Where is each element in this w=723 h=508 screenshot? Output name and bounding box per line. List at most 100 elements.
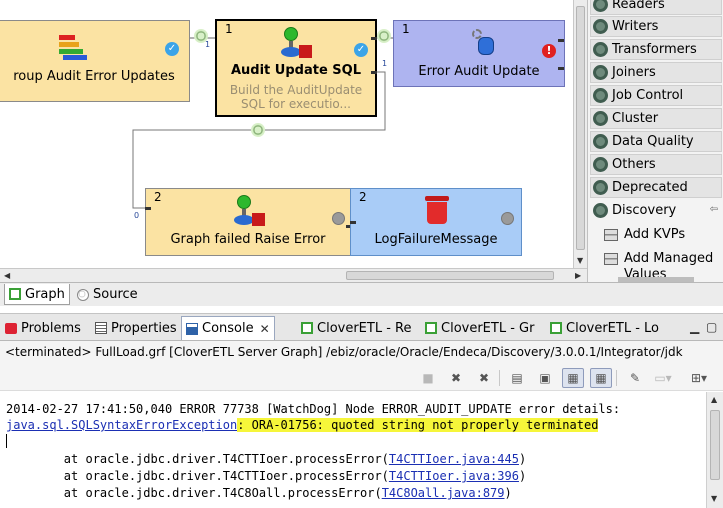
scroll-down-arrow-icon[interactable]: ▼ bbox=[577, 256, 584, 265]
palette-readers[interactable]: Readers bbox=[590, 0, 722, 15]
view-tab-bar: Problems Properties Console✕ CloverETL -… bbox=[0, 313, 723, 341]
scroll-up-arrow-icon[interactable]: ▲ bbox=[711, 395, 718, 404]
output-port[interactable] bbox=[558, 39, 564, 42]
error-message-highlight: ORA-01756: quoted string not properly te… bbox=[251, 418, 599, 432]
palette-joiners[interactable]: Joiners bbox=[590, 62, 722, 83]
stack-frame-link[interactable]: T4C8Oall.java:879 bbox=[381, 486, 505, 500]
exception-link[interactable]: java.sql.SQLSyntaxErrorException bbox=[6, 418, 238, 432]
node-group-audit-error-updates[interactable]: ✓ roup Audit Error Updates bbox=[0, 20, 190, 102]
scroll-lock-icon[interactable]: ▣ bbox=[539, 371, 551, 385]
output-port[interactable] bbox=[558, 67, 564, 70]
graph-icon bbox=[9, 288, 21, 300]
tab-cloveretl-re[interactable]: CloverETL - Re bbox=[301, 316, 411, 340]
pin-console-icon[interactable]: ✎ bbox=[629, 371, 641, 385]
gear-icon bbox=[593, 65, 608, 80]
scroll-thumb[interactable] bbox=[710, 410, 720, 480]
reformat-icon bbox=[57, 33, 89, 63]
output-port[interactable] bbox=[371, 37, 377, 40]
node-audit-update-sql[interactable]: 1 ✓ Audit Update SQL Build the AuditUpda… bbox=[215, 19, 377, 117]
palette-scroll-handle[interactable] bbox=[618, 277, 694, 282]
palette-job-control[interactable]: Job Control bbox=[590, 85, 722, 106]
console-icon bbox=[186, 322, 198, 335]
remove-launch-icon[interactable]: ✖ bbox=[450, 371, 462, 385]
node-phase-number: 1 bbox=[402, 22, 410, 36]
graph-vertical-scrollbar[interactable]: ▼ bbox=[573, 0, 587, 268]
close-icon[interactable]: ✕ bbox=[259, 321, 270, 336]
scroll-down-arrow-icon[interactable]: ▼ bbox=[711, 494, 718, 503]
tab-source[interactable]: Source bbox=[73, 284, 142, 305]
maximize-icon[interactable]: ▢ bbox=[706, 320, 718, 334]
palette-transformers[interactable]: Transformers bbox=[590, 39, 722, 60]
palette-add-kvps[interactable]: Add KVPs bbox=[604, 227, 685, 243]
edge-debug-icon[interactable] bbox=[251, 123, 265, 137]
show-on-stderr-icon[interactable]: ▦ bbox=[590, 368, 612, 388]
clover-icon bbox=[550, 322, 562, 334]
tab-cloveretl-gr[interactable]: CloverETL - Gr bbox=[425, 316, 534, 340]
edge-debug-icon[interactable] bbox=[194, 29, 208, 43]
console-vertical-scrollbar[interactable]: ▲ ▼ bbox=[706, 392, 723, 508]
input-port[interactable] bbox=[350, 221, 356, 224]
node-phase-number: 1 bbox=[225, 22, 233, 36]
component-icon bbox=[604, 229, 618, 241]
clear-console-icon[interactable]: ▤ bbox=[511, 371, 523, 385]
show-on-stdout-icon[interactable]: ▦ bbox=[562, 368, 584, 388]
node-description: Build the AuditUpdate bbox=[229, 83, 363, 97]
tab-properties[interactable]: Properties bbox=[95, 316, 177, 340]
editor-tab-bar: Graph Source bbox=[0, 282, 723, 306]
tab-cloveretl-lo[interactable]: CloverETL - Lo bbox=[550, 316, 659, 340]
node-phase-number: 2 bbox=[154, 190, 162, 204]
gear-icon bbox=[593, 203, 608, 218]
db-execute-icon bbox=[279, 27, 315, 59]
palette-others[interactable]: Others bbox=[590, 154, 722, 175]
collapse-icon[interactable]: ⇦ bbox=[709, 204, 718, 215]
palette-writers[interactable]: Writers bbox=[590, 16, 722, 37]
gear-icon bbox=[593, 134, 608, 149]
node-log-failure-message[interactable]: 2 LogFailureMessage bbox=[350, 188, 522, 256]
tab-graph[interactable]: Graph bbox=[4, 284, 70, 305]
remove-all-icon[interactable]: ✖ bbox=[478, 371, 490, 385]
problems-icon bbox=[5, 322, 17, 334]
port-number: 0 bbox=[134, 211, 140, 220]
palette-discovery[interactable]: Discovery⇦ bbox=[590, 200, 722, 221]
terminate-icon[interactable]: ■ bbox=[422, 371, 434, 385]
palette-data-quality[interactable]: Data Quality bbox=[590, 131, 722, 152]
status-idle-icon bbox=[501, 212, 514, 225]
gear-icon bbox=[593, 111, 608, 126]
palette-deprecated[interactable]: Deprecated bbox=[590, 177, 722, 198]
console-line: at oracle.jdbc.driver.T4CTTIoer.processE… bbox=[6, 452, 527, 466]
open-console-icon[interactable]: ⊞▾ bbox=[690, 371, 708, 385]
node-description: SQL for executio... bbox=[241, 97, 351, 111]
console-output[interactable]: 2014-02-27 17:41:50,040 ERROR 77738 [Wat… bbox=[0, 392, 706, 508]
tab-console[interactable]: Console✕ bbox=[181, 316, 275, 340]
input-port[interactable] bbox=[145, 207, 151, 210]
clover-icon bbox=[425, 322, 437, 334]
node-error-audit-update[interactable]: 1 ! Error Audit Update bbox=[393, 20, 565, 87]
node-graph-failed-raise-error[interactable]: 2 Graph failed Raise Error bbox=[145, 188, 352, 256]
scroll-right-arrow-icon[interactable]: ▶ bbox=[575, 271, 582, 280]
output-port[interactable] bbox=[371, 71, 377, 74]
node-title: LogFailureMessage bbox=[374, 232, 498, 247]
status-ok-icon: ✓ bbox=[165, 42, 179, 56]
graph-canvas[interactable]: 1 1 0 0 ✓ roup Audit Error Updates 1 ✓ A… bbox=[0, 0, 573, 268]
tab-problems[interactable]: Problems bbox=[5, 316, 81, 340]
fail-icon bbox=[232, 195, 268, 227]
edge-debug-icon[interactable] bbox=[377, 29, 391, 43]
port-number: 1 bbox=[205, 40, 211, 49]
scroll-thumb[interactable] bbox=[346, 271, 554, 280]
db-output-icon bbox=[468, 27, 498, 57]
gear-icon bbox=[593, 180, 608, 195]
scroll-thumb[interactable] bbox=[576, 6, 585, 250]
gear-icon bbox=[593, 42, 608, 57]
stack-frame-link[interactable]: T4CTTIoer.java:445 bbox=[388, 452, 519, 466]
palette-cluster[interactable]: Cluster bbox=[590, 108, 722, 129]
gear-icon bbox=[593, 0, 608, 12]
node-title: Error Audit Update bbox=[418, 64, 540, 79]
graph-horizontal-scrollbar[interactable]: ◀ ▶ bbox=[0, 268, 587, 282]
node-title: roup Audit Error Updates bbox=[13, 69, 175, 84]
scroll-left-arrow-icon[interactable]: ◀ bbox=[4, 271, 11, 280]
console-line: 2014-02-27 17:41:50,040 ERROR 77738 [Wat… bbox=[6, 402, 621, 416]
stack-frame-link[interactable]: T4CTTIoer.java:396 bbox=[388, 469, 519, 483]
display-console-icon[interactable]: ▭▾ bbox=[654, 371, 672, 385]
minimize-icon[interactable]: ▁ bbox=[690, 320, 700, 334]
output-port[interactable] bbox=[346, 225, 352, 228]
